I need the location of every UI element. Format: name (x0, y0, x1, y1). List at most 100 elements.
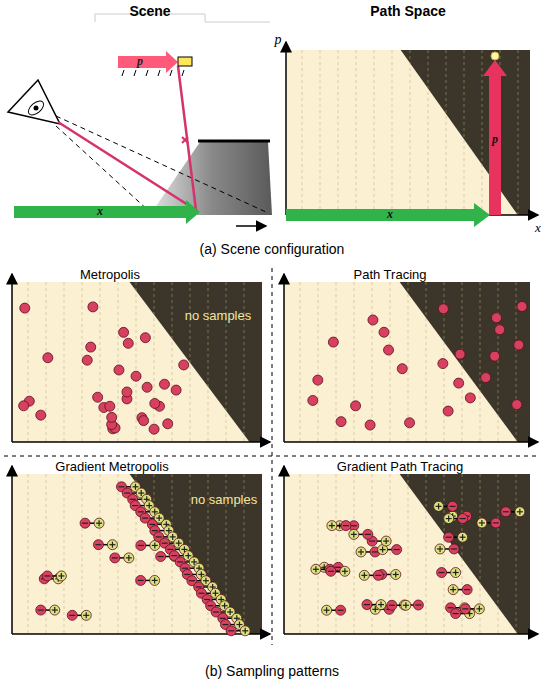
sign (178, 540, 179, 546)
sign (369, 540, 375, 541)
sign (112, 542, 113, 548)
sample (43, 353, 53, 363)
sample (514, 340, 524, 350)
sample (122, 387, 132, 397)
sample (119, 327, 129, 337)
camera (8, 80, 60, 124)
minus-sample (136, 540, 146, 550)
grid-line (464, 50, 465, 215)
sign (386, 538, 387, 544)
dark-region (400, 474, 530, 634)
grid-line (136, 282, 137, 442)
sample (313, 375, 323, 385)
sign (230, 609, 231, 615)
occlusion-mark (182, 137, 188, 143)
grid-line (482, 50, 483, 215)
sample (328, 337, 338, 347)
sample (397, 364, 407, 374)
sign (118, 486, 124, 487)
grid-line (318, 474, 319, 634)
sign (464, 589, 470, 590)
grid-line (444, 474, 445, 634)
minus-sample (362, 600, 372, 610)
sign (481, 520, 482, 526)
occluder (150, 142, 272, 215)
panel-title: Gradient Metropolis (53, 460, 170, 474)
sample (139, 416, 149, 426)
plus-sample (322, 605, 332, 615)
sample (384, 345, 394, 355)
grid-line (64, 474, 65, 634)
sign (315, 566, 316, 572)
minus-sample (42, 571, 52, 581)
minus-sample (326, 566, 336, 576)
sample (455, 349, 465, 359)
sign (462, 534, 463, 540)
plus-sample (401, 600, 411, 610)
grid-line (356, 50, 357, 215)
grid-line (208, 282, 209, 442)
sign (149, 503, 150, 509)
sign (189, 580, 195, 581)
minus-sample (93, 540, 103, 550)
sign (493, 522, 499, 523)
grid-line (426, 474, 427, 634)
sign (141, 490, 142, 496)
axis (284, 633, 538, 635)
sign (69, 615, 75, 616)
sign (194, 559, 195, 565)
sample (171, 385, 181, 395)
camera-eye (26, 98, 46, 117)
caption: (b) Sampling patterns (205, 664, 339, 679)
sample (140, 333, 150, 343)
sign (446, 537, 452, 538)
sample (149, 424, 159, 434)
plus-sample (359, 570, 369, 580)
sign (124, 492, 130, 493)
sample (20, 303, 30, 313)
grid-line (480, 282, 481, 442)
sample (308, 395, 318, 405)
plus-sample (515, 507, 525, 517)
light-path (58, 66, 196, 210)
grid-line (498, 474, 499, 634)
axis (284, 441, 538, 443)
sign (198, 593, 204, 594)
sample (465, 393, 475, 403)
plus-sample (107, 540, 117, 550)
plus-sample (124, 553, 134, 563)
plus-sample (381, 536, 391, 546)
sign (172, 534, 173, 540)
sign (365, 534, 371, 535)
view-frustum (56, 116, 266, 212)
sign (503, 511, 509, 512)
variable-label: x (97, 205, 103, 218)
sample (481, 373, 491, 383)
minus-sample (336, 605, 346, 615)
minus-sample (462, 585, 472, 595)
sign (154, 577, 155, 583)
variable-label: p (137, 55, 143, 68)
sign (448, 607, 454, 608)
grid-line (318, 282, 319, 442)
sample (142, 382, 152, 392)
light-region (284, 282, 530, 442)
sign (220, 618, 226, 619)
grid-line (354, 282, 355, 442)
plus-sample (349, 529, 359, 539)
sample (495, 325, 505, 335)
sign (201, 571, 202, 577)
sign (188, 553, 189, 559)
sample (443, 406, 453, 416)
minus-sample (36, 605, 46, 615)
plus-sample (474, 604, 484, 614)
sign (415, 604, 421, 605)
sample (517, 301, 527, 311)
sign (44, 575, 50, 576)
grid-line (154, 474, 155, 634)
sign (205, 578, 206, 584)
plus-sample (240, 626, 250, 636)
sign (135, 484, 136, 490)
axis (12, 441, 270, 443)
sign (519, 509, 520, 515)
